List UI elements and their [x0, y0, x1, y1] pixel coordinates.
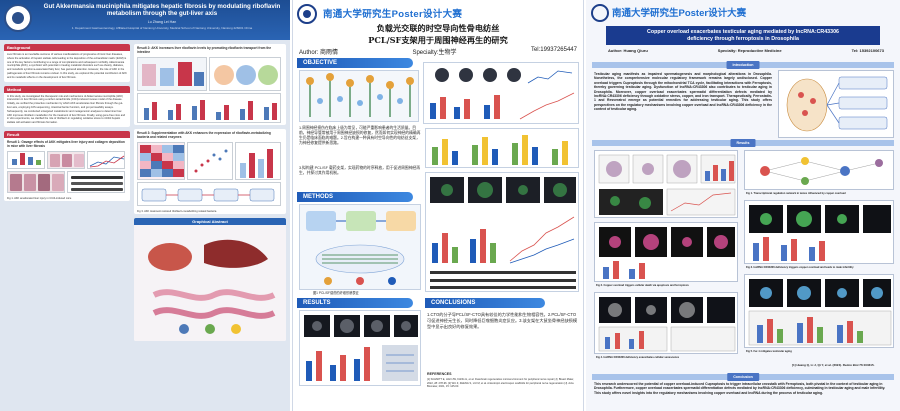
fig5-panel — [744, 274, 894, 348]
fig3-caption: Fig 3. AKK treatment restored riboflavin… — [137, 210, 217, 213]
fig3-panel — [744, 200, 894, 264]
results-figure — [299, 310, 421, 386]
poster2-author: Author: 商雨情 — [299, 50, 339, 56]
results-heading: RESULTS — [297, 298, 413, 308]
method-section: Method In this study, we investigated th… — [4, 85, 130, 127]
poster2-specialty: Specialty:生物学 — [412, 50, 457, 56]
result3-scatter — [187, 142, 233, 180]
poster-testicular-aging: 南通大学研究生Poster设计大赛 Copper overload exacer… — [586, 0, 900, 411]
poster2-meta: Author: 商雨情 Specialty:生物学 Tel:1993726544… — [299, 47, 577, 56]
university-seal-icon — [4, 4, 32, 32]
conclusion-text: This research underscored the potential … — [594, 382, 886, 395]
result2-section: Result 2: AKK increases liver riboflavin… — [134, 44, 286, 125]
introduction-heading: Introduction — [726, 61, 760, 69]
introduction-text: Testicular aging manifests as impaired s… — [594, 72, 772, 112]
fig4-panel — [594, 292, 738, 354]
result3-pathway — [137, 182, 281, 206]
university-seal-icon — [591, 4, 609, 22]
poster3-author: Author: Huang Qiuru — [608, 48, 648, 53]
methods-heading: METHODS — [297, 192, 413, 202]
methods-schematic — [299, 204, 421, 290]
graphical-abstract-section: Graphical Abstract — [134, 218, 286, 341]
references-heading: REFERENCES — [427, 372, 452, 376]
graphical-abstract-art — [134, 225, 286, 341]
poster3-tel: Tel: 15392100673 — [851, 48, 884, 53]
result1-staining-panel — [7, 170, 65, 193]
result2-panel-b — [209, 57, 281, 91]
result2-panel-c — [137, 93, 281, 123]
objective-chart-row2 — [425, 128, 579, 168]
poster1-title: Gut Akkermansia muciniphila mitigates he… — [43, 3, 281, 18]
poster3-title-box: Copper overload exacerbates testicular a… — [606, 26, 880, 45]
result1-western-panel — [67, 170, 125, 193]
background-text: Liver fibrosis is an inevitable outcome … — [7, 53, 127, 79]
references-text: [1] SCHMITT E, HAN JW, KANG H, et al. Du… — [427, 378, 574, 389]
fig2-panel — [594, 222, 738, 282]
poster1-right-column: Result 2: AKK increases liver riboflavin… — [134, 44, 286, 345]
objective-illustration — [299, 70, 419, 122]
poster3-title-sub: deficiency through ferroptosis in Drosop… — [687, 35, 799, 42]
background-heading: Background — [4, 44, 130, 51]
fig1-caption: Fig 1. Transcriptional regulation networ… — [746, 192, 846, 195]
result3-section: Result 3: Supplementation with AKK enhan… — [134, 129, 286, 214]
fig4-caption: Fig 4. lncRNA:CR43306 deficiency exacerb… — [596, 356, 680, 359]
poster3-specialty: Specialty: Reproductive Medicine — [717, 48, 782, 53]
methods-caption: 图1 PCL/SF载药的纤维形貌表征 — [313, 291, 359, 295]
results-bar: Results — [592, 139, 894, 147]
methods-figure-grid — [425, 172, 579, 292]
graphical-abstract-heading: Graphical Abstract — [134, 218, 286, 225]
objective-chart-grid — [423, 62, 579, 124]
poster2-tel: Tel:19937265447 — [530, 47, 577, 53]
conclusions-text: 1.CTO的分子导PCL/SF-CTO具有较佳的力学性能和生物相容性。2.PCL… — [427, 312, 578, 329]
result-heading: Result — [4, 130, 130, 138]
poster-nerve-scaffold: 南通大学研究生Poster设计大赛 负载光交联的时空导向性骨电纺丝 PCL/SF… — [292, 0, 584, 411]
results-heading: Results — [730, 139, 756, 147]
fig1-network — [744, 150, 894, 190]
poster1-affiliation: 1. Department Gastroenterology, Affiliat… — [71, 26, 253, 30]
objective-heading: OBJECTIVE — [297, 58, 413, 68]
objective-text-2: 3.拟构建 PCL/SF 载药支架，实现药物的时序释放，用于促进周围神经再生，并… — [299, 166, 421, 175]
conclusion-bar: Conclusion — [592, 373, 894, 381]
background-section: Background Liver fibrosis is an inevitab… — [4, 44, 130, 82]
result2-caption: Result 2: AKK increases liver riboflavin… — [137, 46, 272, 54]
fig1-panel — [594, 150, 738, 218]
conclusions-heading: CONCLUSIONS — [425, 298, 545, 308]
result3-heatmap — [137, 142, 185, 180]
fig5-caption: Fig 5. Fer-1 mitigates testicular aging — [746, 350, 792, 353]
poster2-title-line2: PCL/SF支架用于周围神经再生的研究 — [368, 35, 508, 45]
poster1-header: Gut Akkermansia muciniphila mitigates he… — [0, 0, 290, 40]
introduction-bar: Introduction — [592, 61, 894, 69]
result-section: Result Result 1: Gavage effects of AKK m… — [4, 130, 130, 201]
poster3-title-main: Copper overload exacerbates testicular a… — [647, 29, 839, 35]
result1-histology-panel — [47, 150, 85, 169]
university-seal-icon — [297, 4, 317, 24]
result2-panel-a — [137, 57, 207, 91]
fig1-caption: Fig 1. AKK ameliorated liver injury in C… — [7, 196, 72, 200]
result1-line-panel — [87, 150, 125, 169]
poster2-title-line1: 负载光交联的时空导向性骨电纺丝 — [376, 23, 500, 33]
poster3-brand: 南通大学研究生Poster设计大赛 — [612, 8, 747, 19]
poster3-meta: Author: Huang Qiuru Specialty: Reproduct… — [608, 48, 884, 53]
objective-text: 1.周围神经损伤在临床上极为常见，可能严重影响患者的生活质量。目前，神经导管常被… — [299, 126, 421, 145]
poster2-brand: 南通大学研究生Poster设计大赛 — [323, 9, 463, 20]
poster1-authors: Lu Zhang Lei Han — [147, 20, 177, 24]
method-heading: Method — [4, 85, 130, 93]
result1-bar-panel — [7, 150, 45, 169]
poster-akkermansia: Gut Akkermansia muciniphila mitigates he… — [0, 0, 290, 411]
method-text: In this study, we investigated the thera… — [7, 94, 126, 125]
introduction-diagram — [778, 70, 894, 138]
poster1-left-column: Background Liver fibrosis is an inevitab… — [4, 44, 130, 205]
result3-caption: Result 3: Supplementation with AKK enhan… — [137, 131, 271, 139]
references-text: [1] Huang Q, Li J, Qi Y, et al. (2024). … — [792, 363, 875, 367]
result1-caption: Result 1: Gavage effects of AKK mitigate… — [7, 139, 125, 148]
fig2-caption: Fig 2. Copper overload triggers cellular… — [596, 284, 689, 287]
fig3-caption: Fig 3. lncRNA:CR43306 deficiency trigger… — [746, 266, 854, 269]
conclusion-heading: Conclusion — [727, 373, 759, 381]
result3-bars — [235, 142, 281, 180]
